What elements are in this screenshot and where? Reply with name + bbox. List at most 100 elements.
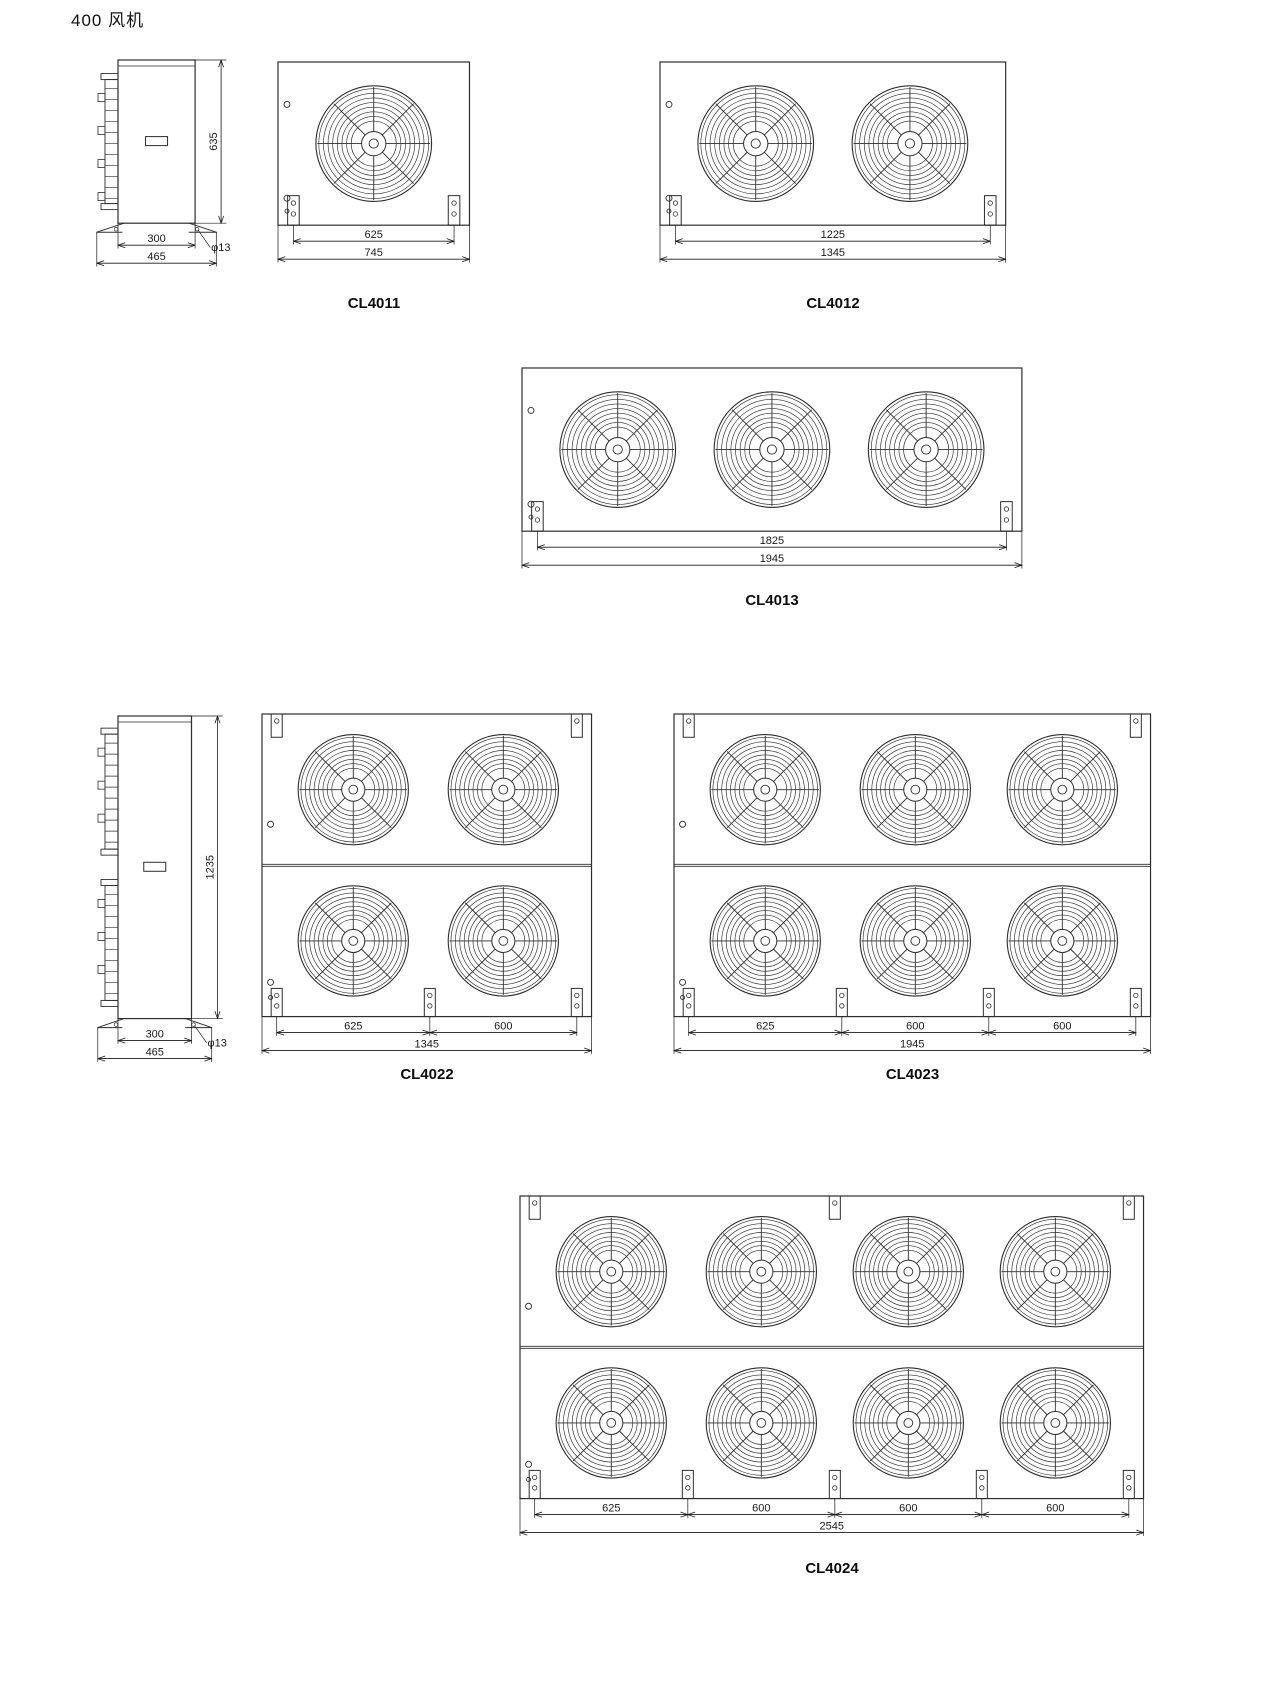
dimension: 625 — [293, 229, 455, 244]
svg-text:625: 625 — [756, 1021, 774, 1033]
model-label-cl4011: CL4011 — [347, 295, 401, 312]
dimension: 600 — [841, 1021, 990, 1036]
dimension: 600 — [429, 1021, 578, 1036]
dimension: 635 — [208, 59, 224, 224]
fan-guard — [705, 1367, 817, 1479]
front-view-cl4013: 1825 1945 — [521, 367, 1023, 569]
mounting-bracket — [423, 987, 436, 1018]
dimension: 300 — [117, 233, 196, 248]
front-view-cl4022: 625 600 1345 — [261, 713, 593, 1054]
svg-text:600: 600 — [899, 1503, 917, 1515]
mounting-bracket — [570, 713, 583, 738]
svg-text:300: 300 — [147, 233, 165, 245]
dimension: 1235 — [205, 715, 221, 1019]
fan-guard — [447, 885, 559, 997]
fan-guard — [555, 1367, 667, 1479]
mounting-bracket — [1129, 713, 1142, 738]
svg-text:300: 300 — [146, 1029, 164, 1041]
model-label-cl4024: CL4024 — [805, 1560, 859, 1577]
dimension: 465 — [96, 251, 217, 266]
svg-text:625: 625 — [602, 1503, 620, 1515]
fan-guard — [867, 391, 985, 508]
side-view-single-row: 635 300 465 φ13 — [96, 59, 230, 267]
svg-text:1825: 1825 — [760, 535, 784, 547]
svg-text:1225: 1225 — [821, 229, 845, 241]
svg-text:600: 600 — [906, 1021, 924, 1033]
svg-text:2545: 2545 — [820, 1521, 844, 1533]
fan-guard — [315, 85, 433, 202]
fan-guard — [297, 733, 409, 846]
fan-guard — [447, 733, 559, 846]
fan-guard — [697, 85, 815, 202]
svg-text:φ13: φ13 — [208, 1038, 227, 1050]
front-view-cl4023: 625 600 600 1945 — [673, 713, 1152, 1054]
mounting-bracket — [835, 987, 848, 1018]
svg-text:465: 465 — [147, 251, 165, 263]
mounting-bracket — [982, 987, 995, 1018]
mounting-bracket — [447, 195, 461, 226]
svg-text:600: 600 — [752, 1503, 770, 1515]
fan-guard — [705, 1215, 817, 1328]
svg-text:600: 600 — [1046, 1503, 1064, 1515]
dimension: 600 — [834, 1503, 983, 1518]
mounting-bracket — [975, 1469, 988, 1500]
fan-guard — [555, 1215, 667, 1328]
mounting-bracket — [1129, 987, 1142, 1018]
fan-guard — [709, 733, 821, 846]
fan-guard — [852, 1367, 965, 1479]
dimension: 300 — [117, 1029, 192, 1044]
dimension: 465 — [97, 1047, 213, 1062]
dimension: 600 — [687, 1503, 836, 1518]
dimension: 1345 — [659, 247, 1007, 262]
fan-guard — [851, 85, 969, 202]
dimension: 1945 — [673, 1039, 1151, 1054]
front-view-cl4011: 625 745 — [277, 61, 471, 263]
fan-guard — [859, 885, 971, 997]
svg-text:φ13: φ13 — [211, 242, 230, 254]
svg-text:625: 625 — [344, 1021, 362, 1033]
fan-guard — [713, 391, 831, 508]
mounting-bracket — [682, 987, 695, 1018]
model-label-cl4023: CL4023 — [885, 1066, 940, 1083]
dimension: 625 — [534, 1503, 689, 1518]
fan-guard — [297, 885, 409, 997]
mounting-bracket — [828, 1469, 841, 1500]
svg-text:600: 600 — [1053, 1021, 1071, 1033]
mounting-bracket — [1122, 1469, 1135, 1500]
model-label-cl4012: CL4012 — [806, 295, 860, 312]
fan-guard — [709, 885, 821, 997]
dimension: 1345 — [261, 1039, 592, 1054]
svg-text:1945: 1945 — [760, 553, 784, 565]
svg-text:1345: 1345 — [821, 247, 845, 259]
page-title: 400 风机 — [71, 11, 145, 30]
svg-text:625: 625 — [365, 229, 383, 241]
model-label-cl4013: CL4013 — [745, 592, 799, 609]
mounting-bracket — [1122, 1195, 1135, 1220]
fan-guard — [859, 733, 971, 846]
model-label-cl4022: CL4022 — [400, 1066, 454, 1083]
svg-text:745: 745 — [365, 247, 383, 259]
fan-guard — [559, 391, 677, 508]
dimension: 745 — [277, 247, 470, 262]
mounting-bracket — [528, 1195, 541, 1220]
mounting-bracket — [270, 987, 283, 1018]
mounting-bracket — [828, 1195, 841, 1220]
fan-guard — [999, 1215, 1112, 1328]
mounting-bracket — [1000, 501, 1013, 532]
dimension: 1225 — [675, 229, 991, 244]
svg-text:1345: 1345 — [415, 1039, 439, 1051]
dimension: 2545 — [519, 1521, 1144, 1536]
svg-text:600: 600 — [494, 1021, 512, 1033]
dimension: 600 — [988, 1021, 1137, 1036]
svg-text:1945: 1945 — [900, 1039, 924, 1051]
dimension: 625 — [276, 1021, 431, 1036]
mounting-bracket — [270, 713, 283, 738]
mounting-bracket — [528, 1469, 541, 1500]
mounting-bracket — [681, 1469, 694, 1500]
dimension: 600 — [981, 1503, 1130, 1518]
mounting-bracket — [983, 195, 997, 226]
front-view-cl4012: 1225 1345 — [659, 61, 1007, 263]
svg-text:635: 635 — [208, 132, 220, 150]
fan-guard — [1006, 733, 1119, 846]
fan-guard — [852, 1215, 965, 1328]
